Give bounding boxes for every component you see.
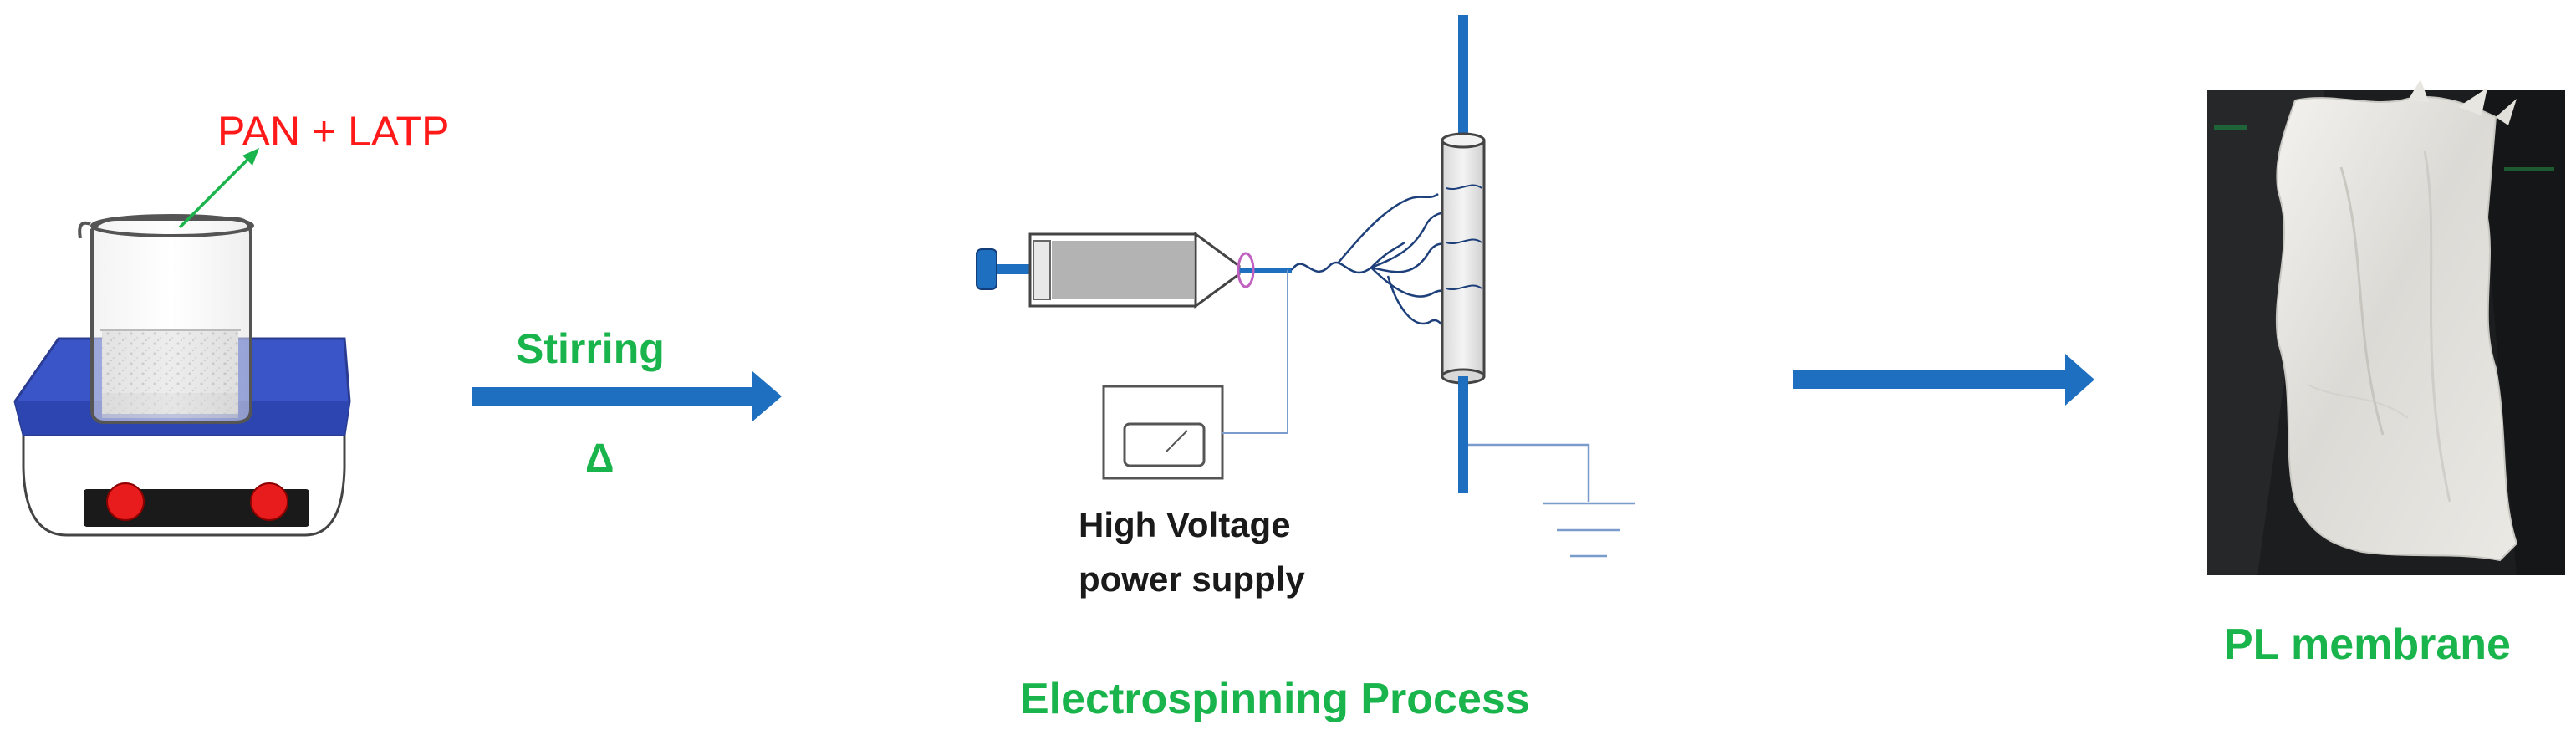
heat-label: Δ	[585, 436, 615, 481]
reagents-label: PAN + LATP	[217, 108, 450, 155]
stirring-label: Stirring	[516, 325, 665, 372]
membrane-photo	[2207, 79, 2565, 575]
process-arrow	[1793, 354, 2094, 406]
hotplate-knob-right	[250, 482, 288, 521]
needle-ring	[1237, 252, 1255, 288]
beaker-icon	[78, 148, 259, 424]
process-label: Electrospinning Process	[1020, 675, 1530, 723]
syringe-icon	[976, 232, 1292, 309]
high-voltage-wires	[1222, 270, 1288, 434]
ground-icon	[1468, 443, 1635, 558]
hotplate-knob-left	[106, 482, 145, 521]
power-supply-icon	[1102, 385, 1224, 480]
product-label: PL membrane	[2224, 620, 2511, 669]
power-supply-label-line1: High Voltage	[1079, 505, 1291, 544]
collector-icon	[1441, 15, 1486, 493]
stirring-arrow	[472, 371, 782, 421]
power-supply-label-line2: power supply	[1079, 559, 1305, 599]
